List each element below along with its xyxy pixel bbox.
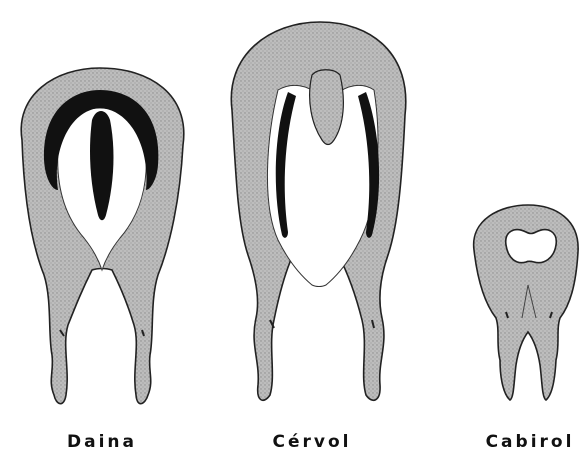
cervol-rump (231, 22, 406, 400)
label-cervol: Cérvol (273, 432, 352, 452)
cabirol-white-patch (506, 230, 557, 263)
daina-rump (21, 68, 184, 404)
label-cabirol: Cabirol (486, 432, 575, 452)
label-daina: Daina (67, 432, 137, 452)
cabirol-rump (474, 205, 578, 400)
